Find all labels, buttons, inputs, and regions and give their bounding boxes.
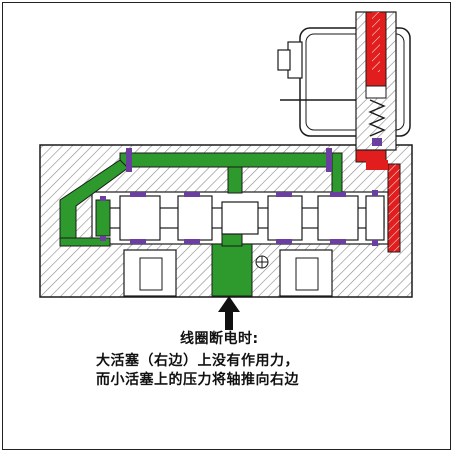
caption-line-1: 线圈断电时:	[180, 331, 259, 347]
seal-rings	[100, 148, 378, 246]
caption-line-2: 大活塞（右边）上没有作用力，	[96, 353, 299, 369]
spool-shaft	[95, 195, 385, 241]
up-arrow-icon	[218, 296, 240, 330]
pilot-air-channel	[59, 152, 343, 297]
solenoid-coil	[277, 11, 411, 151]
diagram-frame	[2, 2, 451, 450]
caption-line-3: 而小活塞上的压力将轴推向右边	[96, 372, 299, 388]
